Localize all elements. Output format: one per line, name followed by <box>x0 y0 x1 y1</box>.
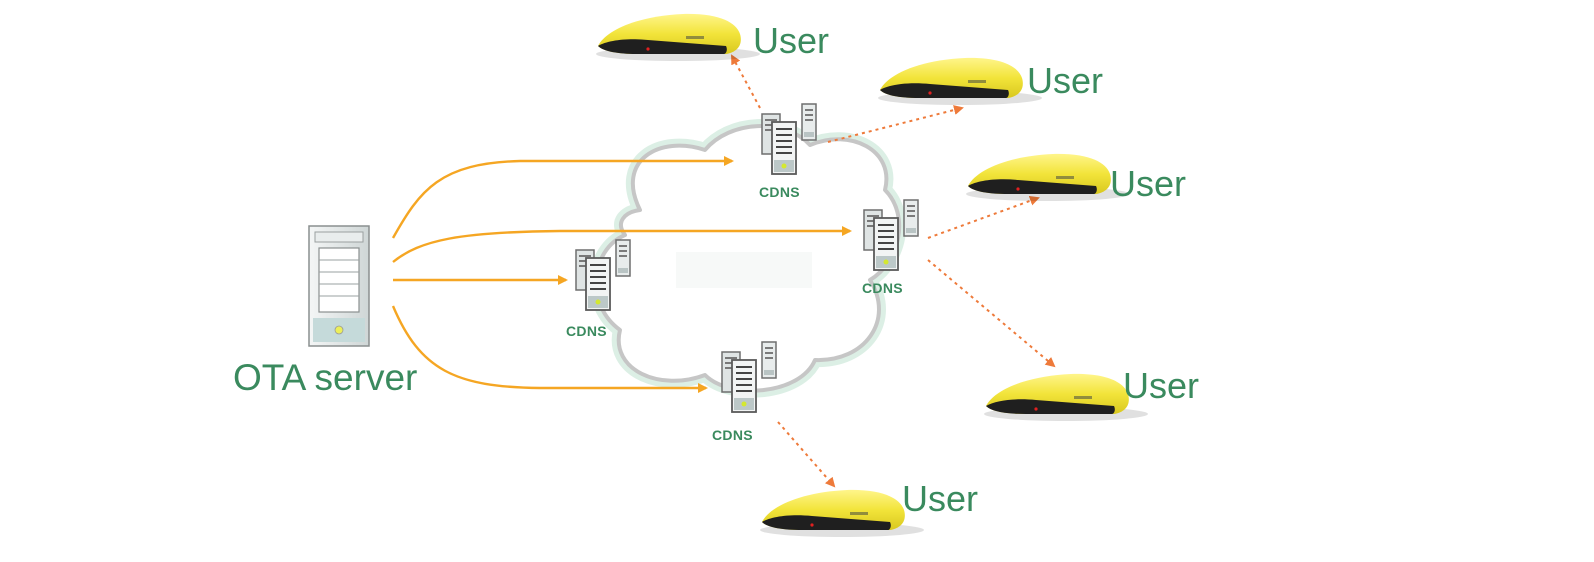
user-label-5: User <box>902 478 979 519</box>
user-device-icon-5 <box>760 489 924 537</box>
cdns-label-bottom: CDNS <box>712 427 753 443</box>
arrow-to-user-4 <box>927 259 1056 368</box>
cdns-to-user-arrows <box>731 54 1056 488</box>
user-label-4: User <box>1123 365 1200 406</box>
cdns-label-left: CDNS <box>566 323 607 339</box>
cdns-label-top: CDNS <box>759 184 800 200</box>
user-device-icon-1 <box>596 13 760 61</box>
user-label-1: User <box>753 20 830 61</box>
cdns-label-right: CDNS <box>862 280 903 296</box>
arrow-to-user-2 <box>827 105 964 143</box>
arrow-to-user-5 <box>777 421 836 488</box>
user-label-3: User <box>1110 163 1187 204</box>
cloud-shape <box>589 119 907 398</box>
arrow-to-cdns-right <box>392 226 852 263</box>
server-to-cdns-arrows <box>391 156 852 393</box>
arrow-to-user-3 <box>927 196 1040 239</box>
user-device-icon-2 <box>878 57 1042 105</box>
user-label-2: User <box>1027 60 1104 101</box>
tower-server-icon <box>308 225 370 347</box>
arrow-to-user-1 <box>731 54 761 109</box>
arrow-to-cdns-bottom <box>391 305 708 393</box>
ota-server-label: OTA server <box>233 357 418 398</box>
arrow-to-cdns-top <box>391 156 734 239</box>
user-device-icon-3 <box>966 153 1130 201</box>
